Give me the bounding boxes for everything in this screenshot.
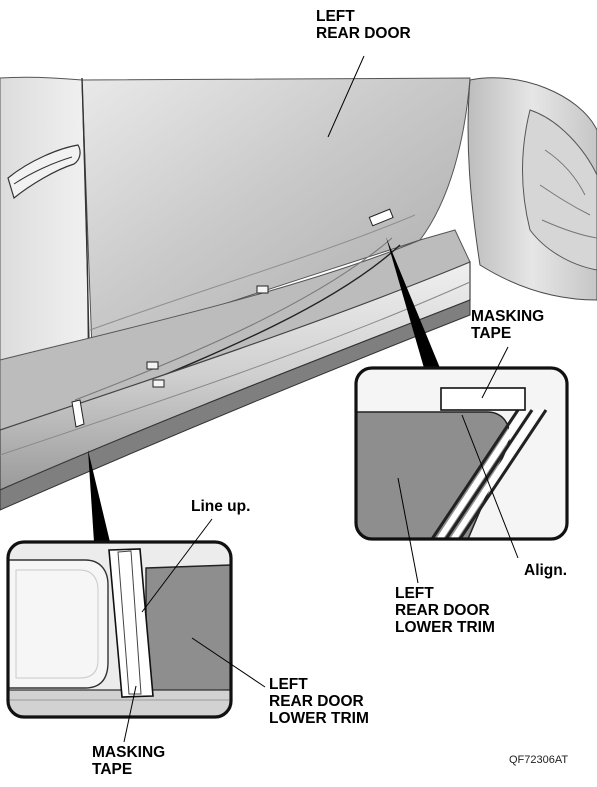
figure-code: QF72306AT — [509, 754, 569, 766]
label-left-rear-door: LEFT REAR DOOR — [316, 8, 411, 42]
door-handle — [7, 144, 81, 200]
detail-sill-left — [8, 689, 231, 717]
leader-left-trim — [191, 637, 266, 688]
detail-door-left — [8, 559, 109, 689]
trim-clip — [146, 361, 159, 370]
leader-right-trim — [397, 477, 419, 584]
detail-sill-line-1 — [430, 409, 520, 539]
leader-left-tape — [123, 685, 137, 743]
callout-wedge-left — [88, 450, 110, 542]
detail-view-right — [354, 366, 569, 541]
trim-clip — [256, 285, 269, 294]
label-line-up: Line up. — [191, 498, 251, 515]
label-masking-tape-left: MASKING TAPE — [92, 744, 166, 778]
label-lower-trim-right: LEFT REAR DOOR LOWER TRIM — [395, 585, 495, 636]
detail-trim-left — [145, 564, 231, 693]
trim-clip — [152, 379, 165, 388]
detail-masking-tape-left — [108, 548, 154, 698]
callout-wedge-right — [386, 237, 440, 368]
leader-align — [461, 414, 519, 559]
detail-sill-line-3 — [458, 409, 548, 539]
masking-tape-main-left — [71, 399, 85, 428]
leader-lines — [123, 55, 519, 743]
detail-view-left — [6, 540, 233, 719]
detail-sill-line-2 — [444, 409, 534, 539]
rear-wheel-rim — [522, 109, 597, 271]
label-masking-tape-right: MASKING TAPE — [471, 308, 545, 342]
car-body — [0, 76, 597, 511]
label-align: Align. — [524, 562, 568, 579]
label-lower-trim-left: LEFT REAR DOOR LOWER TRIM — [269, 676, 369, 727]
masking-tape-main-right — [368, 208, 394, 227]
detail-masking-tape-right — [440, 387, 526, 411]
leader-line-up — [141, 518, 213, 613]
leader-right-tape — [481, 346, 509, 399]
leader-top-door — [327, 55, 365, 138]
